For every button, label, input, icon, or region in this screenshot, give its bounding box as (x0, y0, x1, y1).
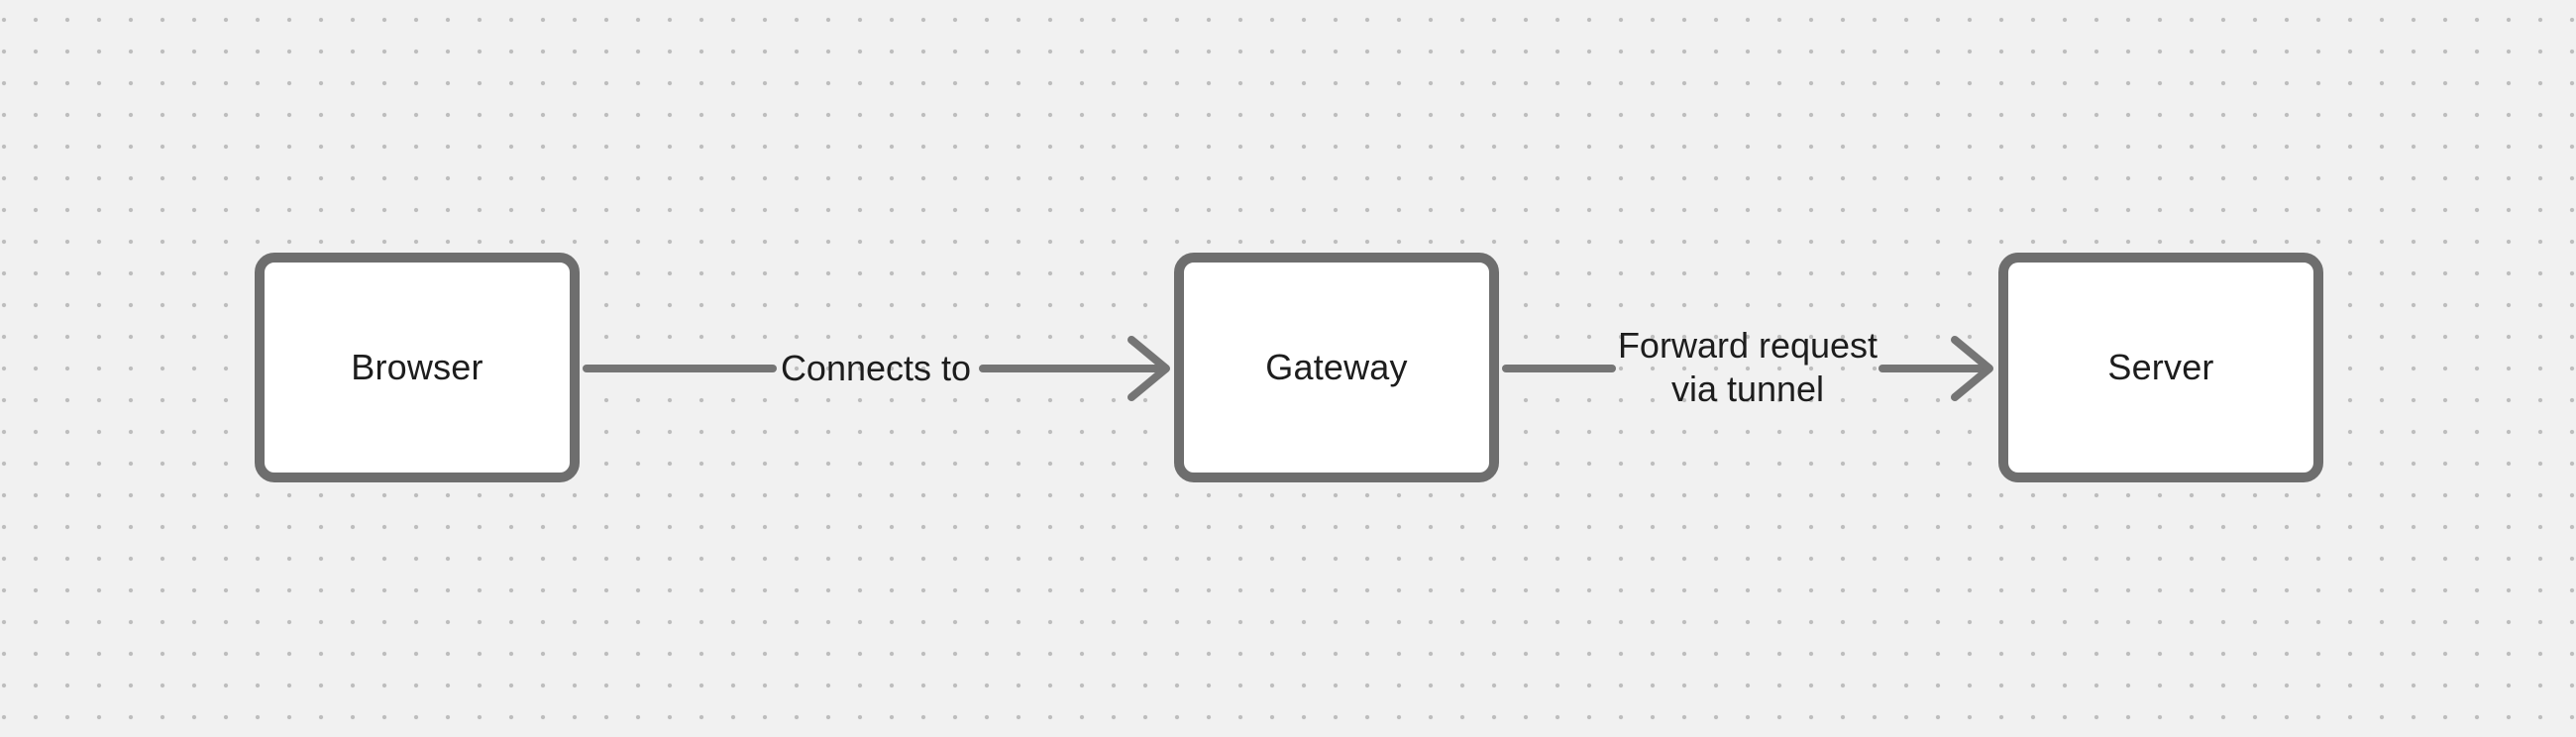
node-gateway[interactable]: Gateway (1174, 253, 1499, 482)
node-server-label: Server (2107, 347, 2214, 387)
edge-label-forward-request-line1: Forward request (1617, 325, 1878, 366)
arrowhead-icon (1127, 336, 1170, 401)
arrowhead-icon (1951, 336, 1993, 401)
node-server[interactable]: Server (1998, 253, 2323, 482)
node-gateway-label: Gateway (1265, 347, 1408, 387)
node-browser[interactable]: Browser (255, 253, 580, 482)
edge-gateway-server[interactable] (1502, 336, 1993, 401)
edge-label-forward-request-line2: via tunnel (1670, 368, 1825, 409)
node-browser-label: Browser (351, 347, 483, 387)
edge-browser-gateway[interactable] (583, 336, 1170, 401)
edge-label-connects-to[interactable]: Connects to (780, 348, 972, 388)
edge-label-forward-request[interactable]: Forward request via tunnel (1618, 324, 1878, 411)
